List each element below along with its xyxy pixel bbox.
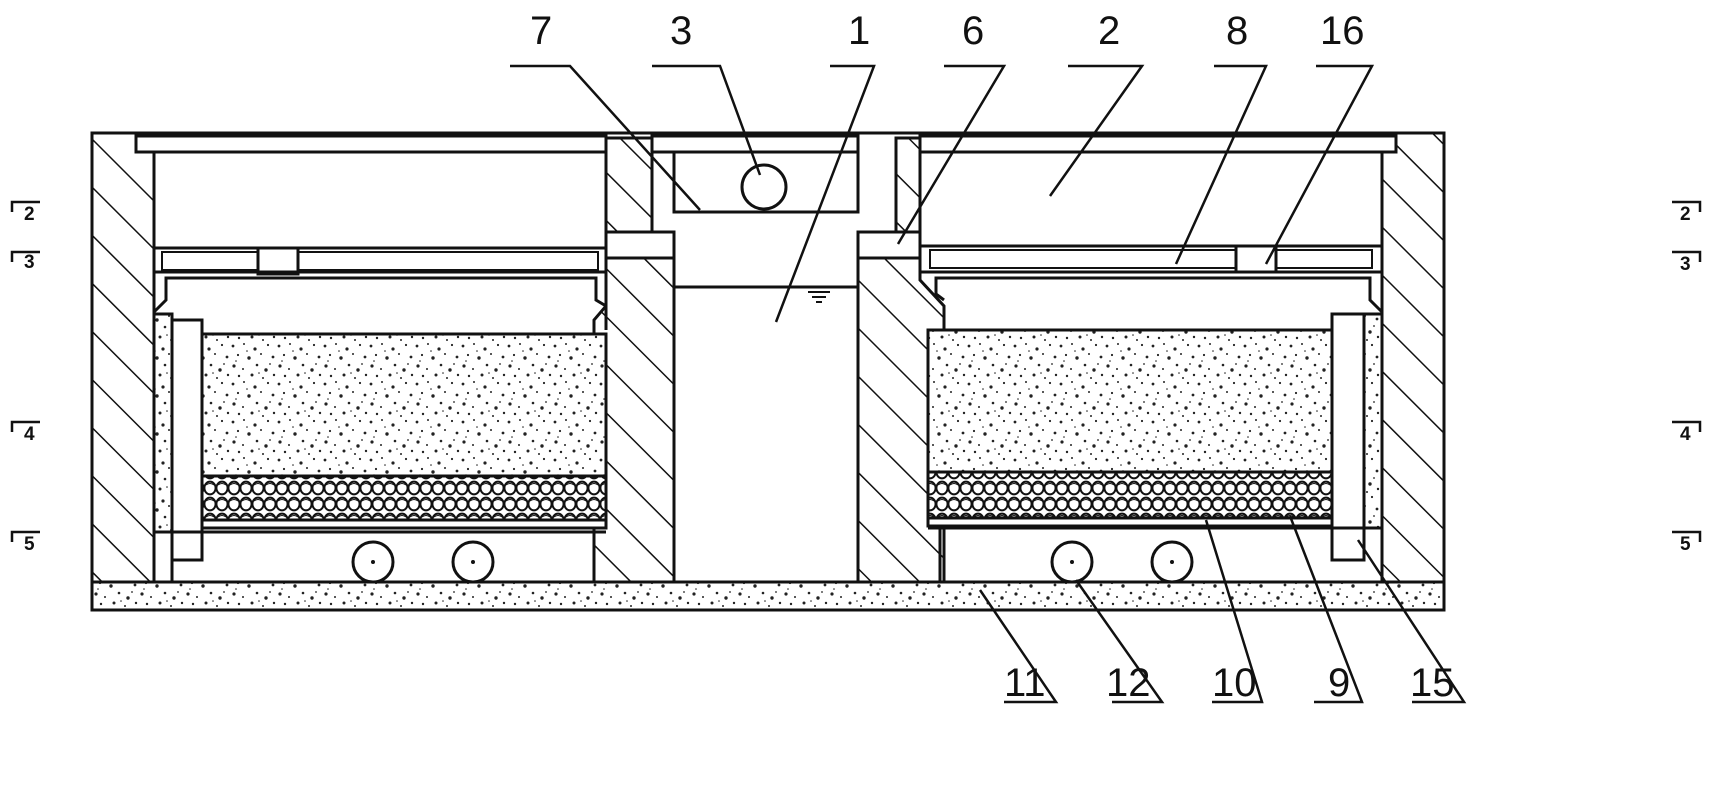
callout-7: 7 [530, 9, 552, 53]
callout-8: 8 [1226, 9, 1248, 53]
left-outlet-pipe [604, 230, 676, 260]
callout-1: 1 [848, 9, 870, 53]
center-pipe-circle [740, 163, 788, 211]
water-level-symbol [808, 291, 830, 303]
outer-wall-right [1380, 131, 1446, 584]
callout-16: 16 [1320, 9, 1365, 53]
section-mark-right-2: 2 [1680, 204, 1691, 225]
right-filter-sand [926, 328, 1334, 474]
callout-10: 10 [1212, 661, 1257, 705]
section-marks-left [10, 200, 40, 542]
left-grate-support [256, 246, 300, 276]
left-guide-rail [170, 318, 204, 562]
outer-wall-left [90, 131, 156, 584]
right-guide-rail [1330, 312, 1366, 562]
left-drain-pipes [351, 540, 495, 584]
right-filter-plate [926, 516, 1334, 528]
left-filter-plate [200, 518, 608, 530]
section-mark-left-2: 2 [24, 204, 35, 225]
section-marks-right [1672, 200, 1702, 542]
section-mark-left-4: 4 [24, 424, 35, 445]
left-grate [161, 251, 599, 271]
callout-3: 3 [670, 9, 692, 53]
callout-9: 9 [1328, 661, 1350, 705]
left-basket-outline [152, 276, 608, 330]
section-mark-left-3: 3 [24, 252, 35, 273]
right-filter-gravel [926, 470, 1334, 520]
left-side-panel [152, 312, 174, 534]
right-outlet-pipe [856, 230, 922, 260]
right-drain-pipes [1050, 540, 1194, 584]
callout-11: 11 [1004, 661, 1046, 705]
right-grate [929, 249, 1373, 269]
callout-15: 15 [1410, 661, 1455, 705]
base-slab [90, 580, 1446, 612]
cover-left [134, 134, 608, 154]
left-filter-gravel [200, 474, 608, 522]
left-filter-sand [200, 332, 608, 478]
section-mark-left-5: 5 [24, 534, 35, 555]
cover-right [918, 134, 1398, 154]
section-mark-right-4: 4 [1680, 424, 1691, 445]
cover-center [650, 134, 860, 154]
right-basket-outline [934, 276, 1384, 314]
leader-lines-bottom [978, 515, 1467, 704]
section-mark-right-5: 5 [1680, 534, 1691, 555]
right-side-panel [1362, 312, 1384, 530]
callout-6: 6 [962, 9, 984, 53]
callout-12: 12 [1106, 661, 1151, 705]
callout-2: 2 [1098, 9, 1120, 53]
section-mark-right-3: 3 [1680, 254, 1691, 275]
leader-lines-top [510, 64, 1375, 323]
